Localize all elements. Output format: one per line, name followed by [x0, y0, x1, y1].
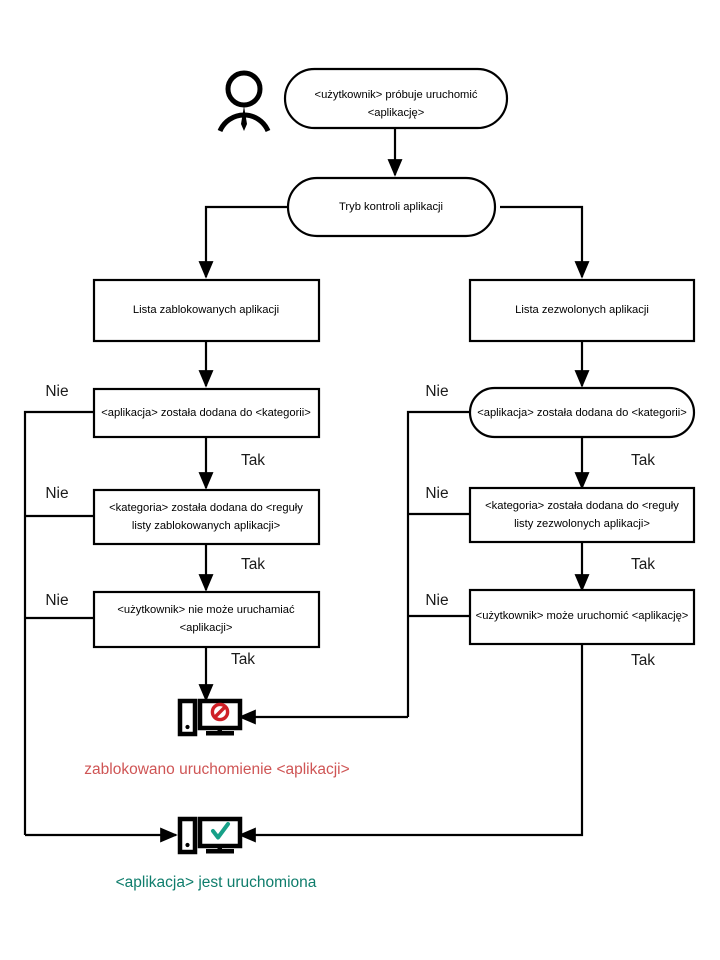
node-deny-user-line1: <użytkownik> nie może uruchamiać	[117, 604, 295, 616]
branch-label-left-yes-2: Tak	[241, 556, 265, 573]
branch-label-group: Nie Nie Nie Tak Tak Tak Nie Nie Nie Tak …	[45, 383, 655, 669]
node-denylist-line1: Lista zablokowanych aplikacji	[133, 304, 279, 316]
edge-right-user-to-allowed	[238, 644, 584, 843]
connector-group	[23, 128, 590, 843]
node-allow-category-rule: <kategoria> została dodana do <reguły li…	[468, 486, 696, 544]
node-deny-app-category: <aplikacja> została dodana do <kategorii…	[92, 387, 321, 439]
node-start-line2: <aplikację>	[368, 107, 425, 119]
node-allow-app-category-line1: <aplikacja> została dodana do <kategorii…	[477, 407, 687, 419]
node-allow-app-category: <aplikacja> została dodana do <kategorii…	[468, 386, 696, 439]
node-mode-line1: Tryb kontroli aplikacji	[339, 201, 443, 213]
computer-blocked-icon	[177, 698, 243, 737]
node-mode: Tryb kontroli aplikacji	[286, 176, 497, 238]
branch-label-left-yes-1: Tak	[241, 452, 265, 469]
branch-label-left-no-3: Nie	[45, 592, 68, 609]
edge-mode-to-denylist	[198, 205, 290, 279]
node-start-line1: <użytkownik> próbuje uruchomić	[315, 89, 478, 101]
node-start: <użytkownik> próbuje uruchomić <aplikacj…	[283, 67, 509, 130]
branch-label-left-no-1: Nie	[45, 383, 68, 400]
branch-label-right-no-2: Nie	[425, 485, 448, 502]
node-deny-category-rule-line2: listy zablokowanych aplikacji>	[132, 520, 280, 532]
branch-label-right-no-1: Nie	[425, 383, 448, 400]
edge-right-no-1	[406, 410, 470, 717]
edge-mode-to-allowlist	[500, 205, 590, 279]
branch-label-right-no-3: Nie	[425, 592, 448, 609]
node-allow-user-line1: <użytkownik> może uruchomić <aplikację>	[476, 610, 689, 622]
node-deny-category-rule-line1: <kategoria> została dodana do <reguły	[109, 502, 303, 514]
node-deny-category-rule: <kategoria> została dodana do <reguły li…	[92, 488, 321, 546]
user-icon	[217, 70, 271, 133]
branch-label-right-yes-1: Tak	[631, 452, 655, 469]
allowed-outcome-caption: <aplikacja> jest uruchomiona	[116, 874, 317, 891]
node-deny-user: <użytkownik> nie może uruchamiać <aplika…	[92, 590, 321, 649]
node-allow-category-rule-line1: <kategoria> została dodana do <reguły	[485, 500, 679, 512]
node-deny-user-line2: <aplikacji>	[180, 622, 233, 634]
computer-allowed-icon	[177, 816, 243, 855]
node-allowlist: Lista zezwolonych aplikacji	[468, 278, 696, 343]
edge-left-no-1	[23, 410, 94, 835]
node-allow-category-rule-line2: listy zezwolonych aplikacji>	[514, 518, 650, 530]
node-allowlist-line1: Lista zezwolonych aplikacji	[515, 304, 649, 316]
branch-label-left-yes-3: Tak	[231, 651, 255, 668]
branch-label-right-yes-3: Tak	[631, 652, 655, 669]
branch-label-right-yes-2: Tak	[631, 556, 655, 573]
blocked-outcome-caption: zablokowano uruchomienie <aplikacji>	[84, 761, 349, 778]
node-deny-app-category-line1: <aplikacja> została dodana do <kategorii…	[101, 407, 311, 419]
branch-label-left-no-2: Nie	[45, 485, 68, 502]
node-denylist: Lista zablokowanych aplikacji	[92, 278, 321, 343]
node-allow-user: <użytkownik> może uruchomić <aplikację>	[468, 588, 696, 646]
